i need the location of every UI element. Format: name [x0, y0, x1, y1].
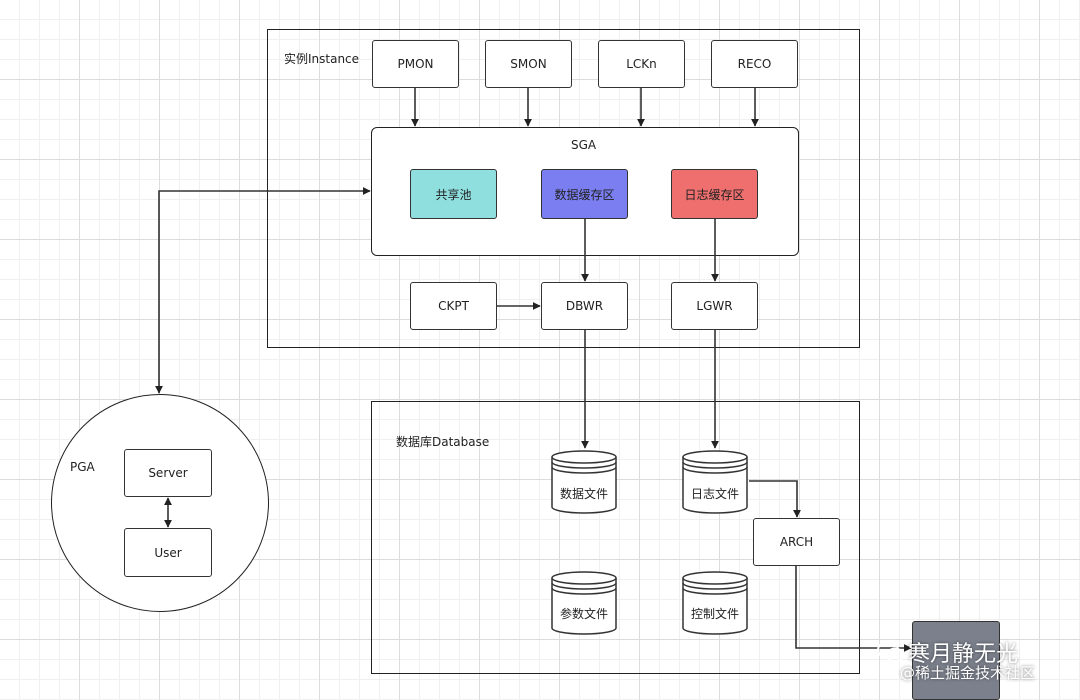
control-file-cylinder-icon[interactable]	[681, 570, 749, 636]
param-file-label: 参数文件	[559, 607, 608, 621]
data-file-label: 数据文件	[559, 487, 608, 501]
database-title: 数据库Database	[396, 435, 490, 449]
data-buffer-cache[interactable]: 数据缓存区	[541, 169, 628, 219]
database-container	[371, 401, 860, 674]
param-file-cylinder-icon[interactable]	[550, 570, 618, 636]
process-ckpt[interactable]: CKPT	[410, 282, 497, 330]
process-reco[interactable]: RECO	[711, 40, 798, 88]
log-file-label: 日志文件	[690, 487, 739, 501]
sga-title: SGA	[571, 138, 597, 152]
process-lckn[interactable]: LCKn	[598, 40, 685, 88]
process-pmon[interactable]: PMON	[372, 40, 459, 88]
control-file-label: 控制文件	[690, 607, 739, 621]
process-lgwr[interactable]: LGWR	[671, 282, 758, 330]
arrow-arch-archive	[795, 566, 912, 652]
redo-log-buffer[interactable]: 日志缓存区	[671, 169, 758, 219]
arrow-sga-pga	[155, 187, 371, 394]
watermark-credit: @稀土掘金技术社区	[900, 664, 1036, 682]
instance-title: 实例Instance	[284, 52, 360, 66]
log-file-cylinder-icon[interactable]	[681, 449, 749, 515]
process-arch[interactable]: ARCH	[753, 518, 840, 566]
process-smon[interactable]: SMON	[485, 40, 572, 88]
watermark-title: 寒月静无光	[908, 642, 1019, 667]
shared-pool[interactable]: 共享池	[410, 169, 497, 219]
wechat-icon	[877, 641, 904, 663]
arrow-logfile-arch	[749, 480, 801, 518]
process-dbwr[interactable]: DBWR	[541, 282, 628, 330]
pga-user[interactable]: User	[124, 528, 212, 577]
data-file-cylinder-icon[interactable]	[550, 449, 618, 515]
pga-server[interactable]: Server	[124, 449, 212, 497]
pga-title: PGA	[70, 460, 95, 474]
